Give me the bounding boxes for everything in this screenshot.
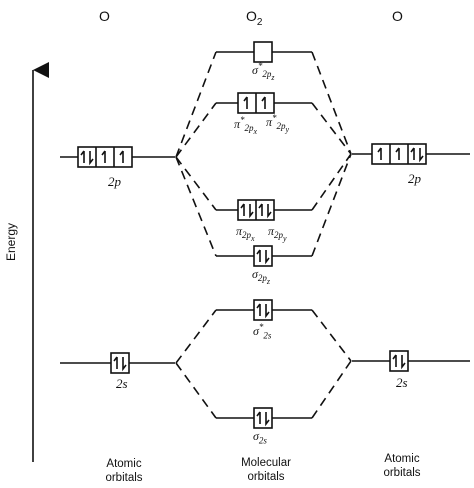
correlation-left-2p-3 — [175, 156, 217, 257]
right-2s-box-electron-up-0 — [392, 354, 397, 367]
sigma-2pz-box-electron-down-0 — [265, 250, 270, 265]
left-atom-label: O — [99, 8, 110, 24]
left-2p-box-electron-up-1 — [101, 150, 106, 163]
correlation-right-2s-0 — [311, 309, 352, 362]
molecule-subscript: 2 — [256, 16, 263, 28]
left-2s-box — [110, 352, 130, 374]
correlation-left-2s-0 — [175, 309, 217, 364]
sigma-2pz-star-label: σ*2pz — [252, 61, 275, 83]
correlation-right-2s-1 — [311, 360, 352, 419]
correlation-left-2p-1 — [175, 102, 217, 158]
sigma-2s-star-box-electron-up-0 — [256, 303, 261, 316]
sigma-2s-star-box-electron-down-0 — [265, 304, 270, 319]
correlation-right-2p-1 — [311, 102, 352, 155]
sigma-2s-star-label: σ*2s — [253, 322, 272, 341]
pi-2p-box-electron-up-0 — [240, 203, 245, 216]
sigma-2pz-box-electron-up-0 — [256, 249, 261, 262]
right-2p-box-electron-up-1 — [395, 147, 400, 160]
left-caption: Atomic orbitals — [105, 458, 143, 484]
pi-2py-star-label: π*2py — [266, 113, 290, 135]
left-2p-label: 2p — [108, 174, 121, 189]
middle-caption: Molecular orbitals — [241, 457, 291, 483]
right-2s-box-electron-down-0 — [401, 355, 406, 370]
left-2s-box-electron-up-0 — [113, 356, 118, 369]
right-atom-label: O — [392, 8, 403, 24]
sigma-2s-box-electron-up-0 — [256, 411, 261, 424]
correlation-right-2p-3 — [311, 153, 352, 257]
left-2p-box-electron-down-0 — [89, 151, 94, 166]
left-2s-box-electron-down-0 — [122, 357, 127, 372]
pi-2p-box-electron-down-0 — [249, 204, 254, 219]
molecule-label: O2 — [246, 8, 263, 28]
right-2p-box-electron-up-2 — [410, 147, 415, 160]
correlation-right-2p-0 — [311, 51, 352, 155]
left-2p-box-electron-up-0 — [80, 150, 85, 163]
energy-axis-label: Energy — [4, 222, 19, 262]
sigma-2s-box — [253, 407, 273, 429]
sigma-2pz-box — [253, 245, 273, 267]
correlation-left-2p-2 — [175, 156, 217, 211]
sigma-2s-star-box — [253, 299, 273, 321]
right-2s-label: 2s — [396, 375, 408, 390]
right-caption: Atomic orbitals — [383, 453, 421, 479]
pi-2p-star-box-electron-up-0 — [243, 96, 248, 109]
right-2p-box-electron-down-2 — [419, 148, 424, 163]
right-2p-box-electron-up-0 — [377, 147, 382, 160]
sigma-2s-label: σ2s — [253, 429, 267, 446]
pi-2px-label: π2px — [236, 224, 255, 244]
pi-2px-star-label: π*2px — [234, 115, 258, 137]
left-2p-box-electron-up-2 — [119, 150, 124, 163]
left-2s-label: 2s — [116, 376, 128, 391]
correlation-right-2p-2 — [311, 153, 352, 211]
sigma-2pz-label: σ2pz — [252, 267, 271, 287]
pi-2p-box-electron-up-1 — [258, 203, 263, 216]
pi-2p-star-box-electron-up-1 — [261, 96, 266, 109]
sigma-2s-box-electron-down-0 — [265, 412, 270, 427]
pi-2py-label: π2py — [268, 224, 287, 244]
right-2s-box — [389, 350, 409, 372]
sigma-2pz-star-box — [253, 41, 273, 63]
right-2p-label: 2p — [408, 171, 421, 186]
pi-2p-box-electron-down-1 — [267, 204, 272, 219]
correlation-left-2p-0 — [175, 51, 217, 158]
correlation-left-2s-1 — [175, 362, 217, 419]
